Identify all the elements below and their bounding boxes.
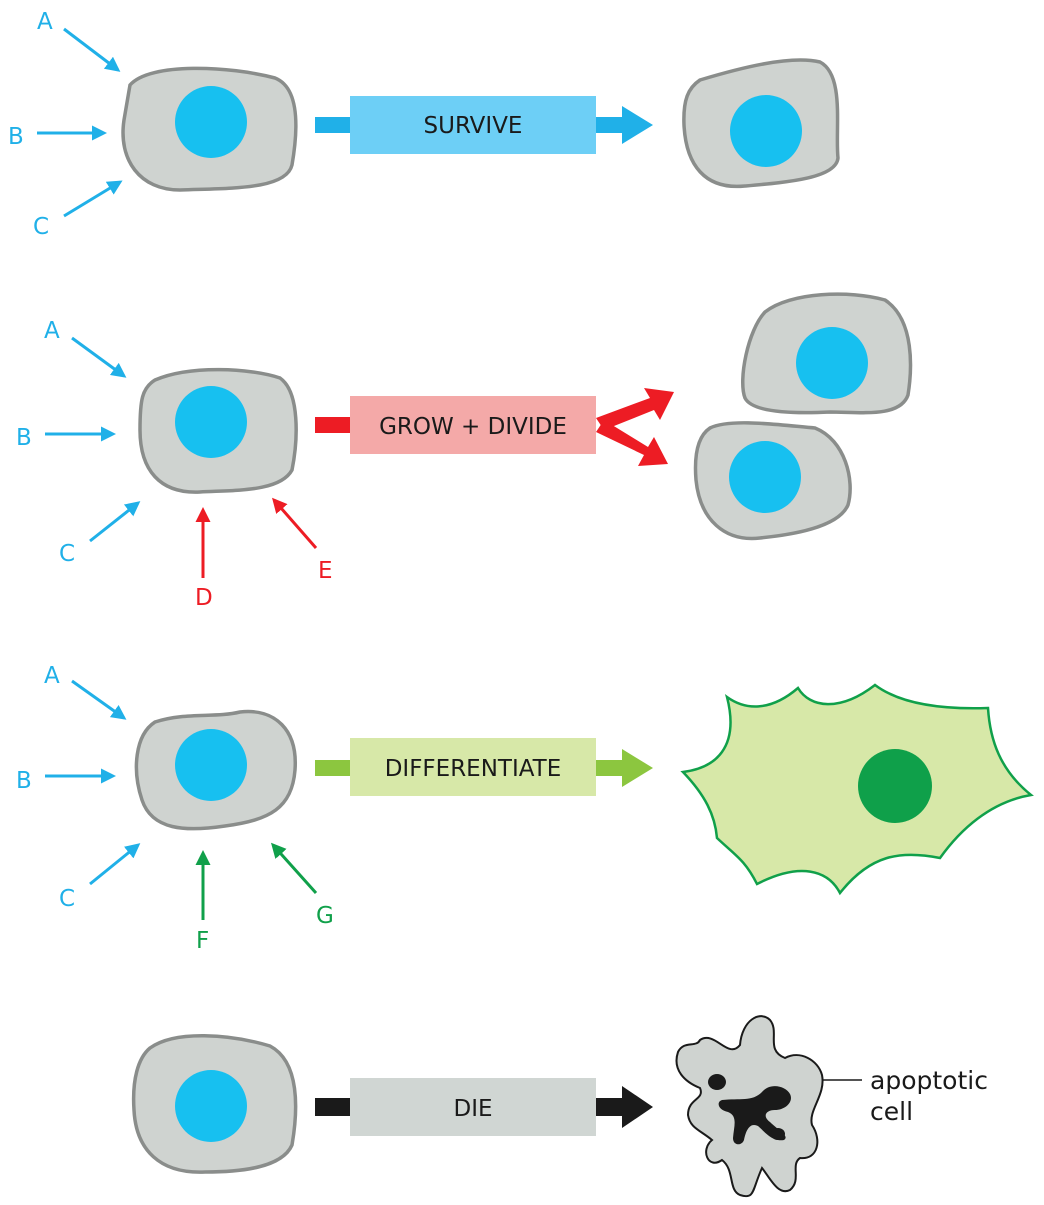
outcome-arrow-differentiate — [315, 749, 653, 787]
outcome-label: SURVIVE — [424, 113, 523, 139]
signal-arrow — [89, 501, 141, 543]
signal-label: G — [316, 903, 334, 929]
signal-f: F — [195, 850, 211, 954]
signal-label: F — [196, 928, 209, 954]
outcome-label: DIE — [453, 1096, 492, 1122]
outcome-box-die — [350, 1078, 596, 1136]
nucleus — [858, 749, 932, 823]
outcome-arrow-die — [315, 1086, 653, 1128]
nucleus — [175, 86, 247, 158]
chromatin-fragment — [771, 1128, 785, 1140]
apoptotic-cell — [675, 1015, 824, 1198]
result-cell — [682, 58, 840, 189]
input-cell — [131, 1034, 298, 1174]
signal-g: G — [270, 842, 334, 929]
nucleus — [730, 95, 802, 167]
outcome-label: DIFFERENTIATE — [385, 756, 562, 782]
signal-a: A — [37, 9, 121, 72]
signal-c: C — [33, 180, 123, 240]
signal-arrow — [71, 336, 127, 378]
signal-a: A — [44, 318, 127, 378]
signal-label: C — [59, 886, 75, 912]
signal-e: E — [272, 497, 333, 584]
outcome-box-grow-divide — [350, 396, 596, 454]
result-cell-top — [741, 292, 913, 415]
signal-d: D — [195, 507, 213, 611]
differentiated-cell — [680, 683, 1034, 896]
signal-a: A — [44, 663, 127, 720]
outcome-label: GROW + DIVIDE — [379, 414, 567, 440]
signal-b: B — [16, 768, 116, 794]
signal-arrow — [270, 842, 318, 895]
signal-arrow — [63, 27, 121, 72]
outcome-box-survive — [350, 96, 596, 154]
signal-label: A — [37, 9, 53, 35]
signal-b: B — [8, 124, 107, 150]
signal-label: C — [59, 541, 75, 567]
nucleus — [796, 327, 868, 399]
outcome-arrow-survive — [315, 106, 653, 144]
signal-c: C — [59, 843, 141, 912]
chromatin-fragment — [708, 1074, 726, 1090]
signal-label: E — [318, 558, 333, 584]
panel-die: DIE apoptotic cell — [131, 1015, 988, 1198]
input-cell — [138, 367, 298, 494]
signal-label: B — [16, 768, 32, 794]
panel-survive: A B C SURVIVE — [8, 9, 840, 240]
condensed-chromatin — [718, 1086, 791, 1145]
signal-label: B — [16, 425, 32, 451]
signal-arrow — [272, 497, 318, 549]
result-cell-bottom — [693, 421, 852, 541]
input-cell — [121, 66, 298, 192]
input-cell — [134, 709, 297, 831]
nucleus — [175, 729, 247, 801]
panel-differentiate: A B C F G DIFFERENTIATE — [16, 663, 1034, 954]
callout-label-line2: cell — [870, 1097, 913, 1126]
nucleus — [729, 441, 801, 513]
signal-label: C — [33, 214, 49, 240]
outcome-box-differentiate — [350, 738, 596, 796]
nucleus — [175, 1070, 247, 1142]
signal-b: B — [16, 425, 116, 451]
signal-label: D — [195, 585, 213, 611]
panel-grow-divide: A B C D E GROW + DIVIDE — [16, 292, 913, 611]
callout-label-line1: apoptotic — [870, 1066, 988, 1095]
signal-arrow — [71, 679, 127, 720]
signal-label: A — [44, 663, 60, 689]
outcome-arrow-grow-divide — [315, 388, 674, 466]
nucleus — [175, 386, 247, 458]
signal-label: A — [44, 318, 60, 344]
signal-arrow — [63, 180, 123, 218]
signal-c: C — [59, 501, 141, 567]
signal-label: B — [8, 124, 24, 150]
signal-arrow — [89, 843, 141, 886]
